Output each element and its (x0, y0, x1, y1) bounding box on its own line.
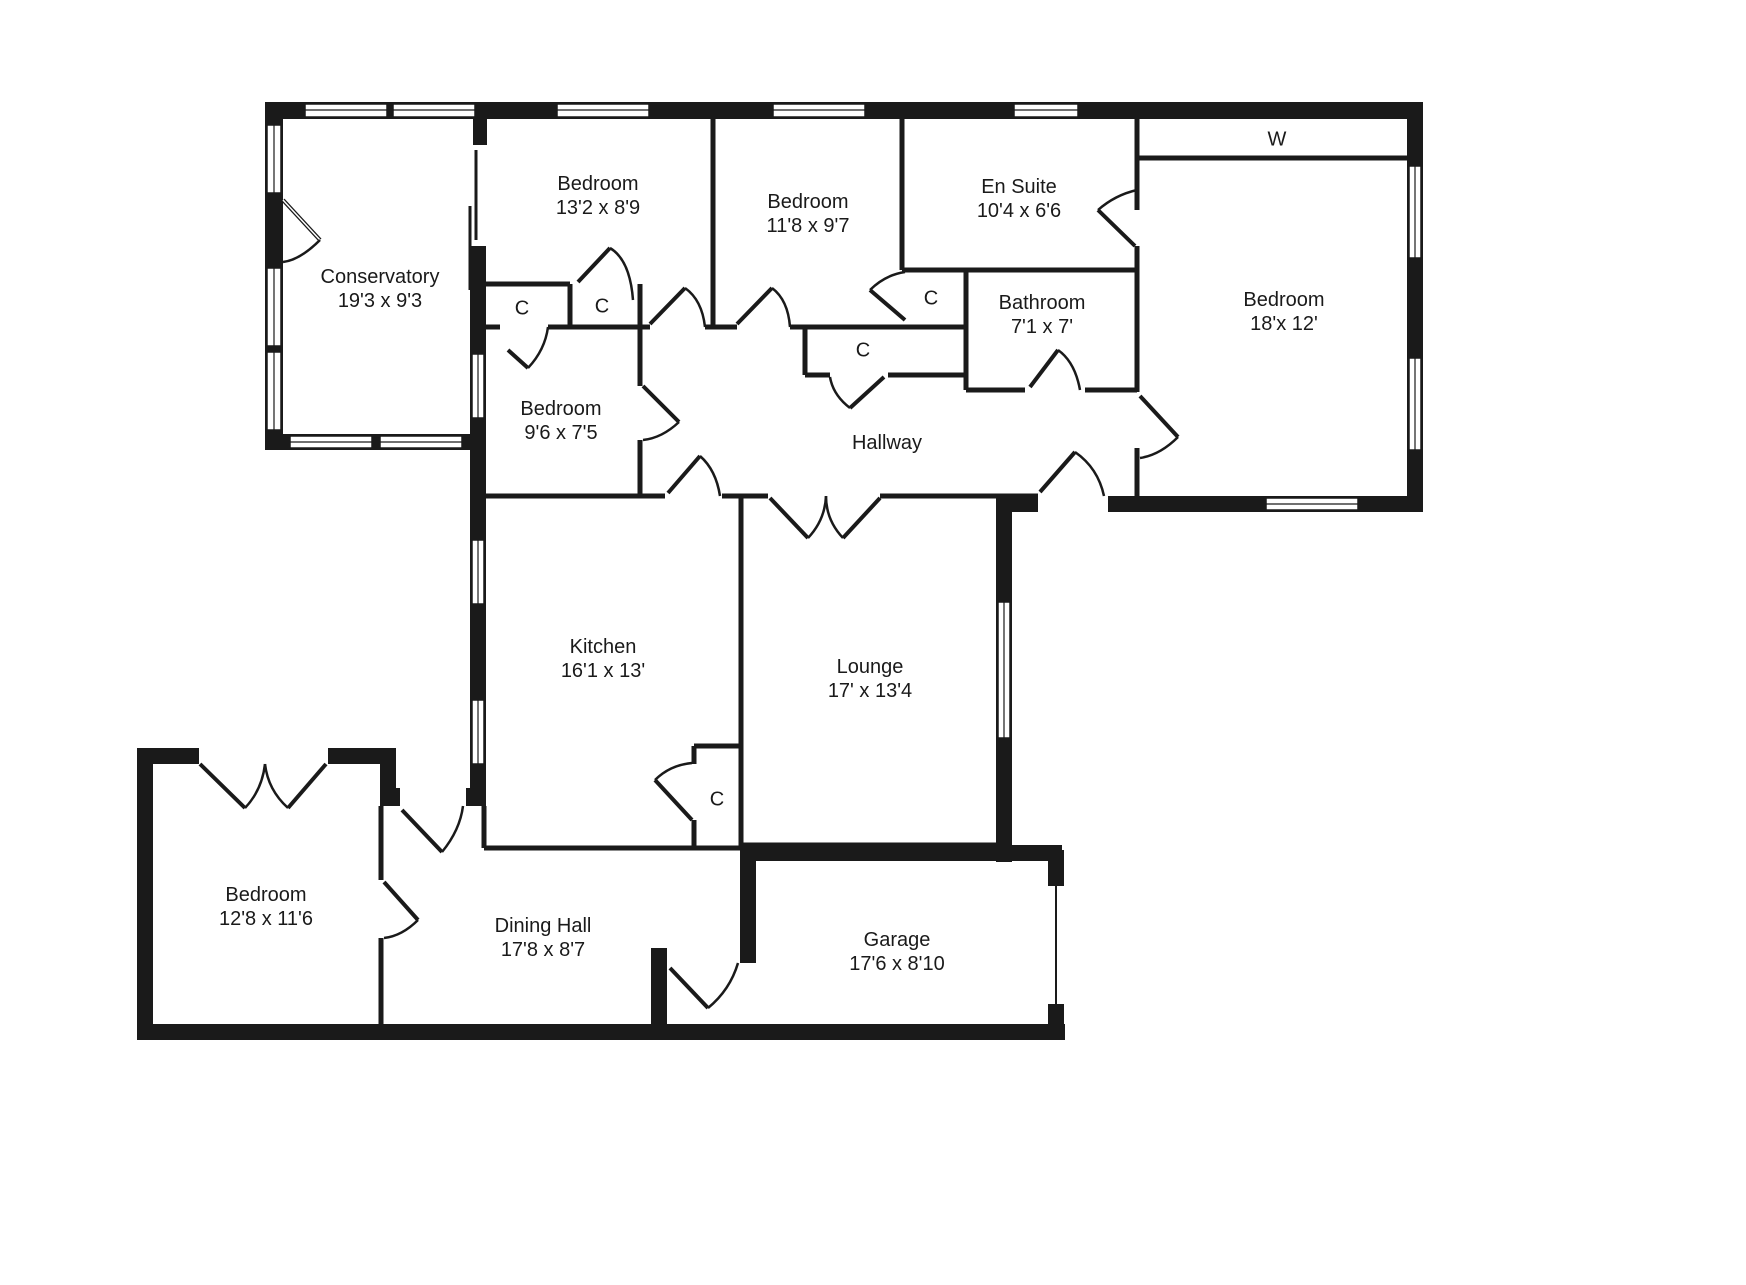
room-bedroom-master: Bedroom 18'x 12' (1243, 288, 1324, 336)
room-dims: 9'6 x 7'5 (524, 422, 598, 444)
room-conservatory: Conservatory 19'3 x 9'3 (321, 265, 440, 313)
room-name: Garage (863, 929, 931, 951)
room-name: Bedroom (767, 191, 849, 213)
room-name: Conservatory (320, 266, 440, 288)
closet-label: C (514, 297, 530, 320)
room-bedroom-3: Bedroom 9'6 x 7'5 (520, 397, 601, 445)
room-dims: 19'3 x 9'3 (337, 290, 423, 312)
room-dims: 10'4 x 6'6 (976, 200, 1062, 222)
room-dims: 18'x 12' (1250, 313, 1318, 335)
room-kitchen: Kitchen 16'1 x 13' (561, 635, 645, 683)
closet-label: C (709, 788, 725, 811)
room-dining-hall: Dining Hall 17'8 x 8'7 (495, 914, 592, 962)
room-dims: 7'1 x 7' (1010, 316, 1074, 338)
room-garage: Garage 17'6 x 8'10 (849, 928, 945, 976)
closet-label: C (594, 295, 610, 318)
room-en-suite: En Suite 10'4 x 6'6 (977, 175, 1061, 223)
closet-label: C (923, 287, 939, 310)
room-hallway: Hallway (852, 431, 922, 455)
wardrobe-label: W (1267, 128, 1287, 151)
room-dims: 17'8 x 8'7 (500, 939, 586, 961)
windows (266, 103, 1422, 1004)
room-name: En Suite (981, 176, 1057, 198)
room-name: Bedroom (557, 173, 639, 195)
room-name: Dining Hall (494, 915, 592, 937)
room-bedroom-1: Bedroom 13'2 x 8'9 (556, 172, 640, 220)
room-bedroom-4: Bedroom 12'8 x 11'6 (219, 883, 313, 931)
room-bathroom: Bathroom 7'1 x 7' (999, 291, 1086, 339)
room-dims: 17'6 x 8'10 (849, 953, 945, 975)
exterior-walls (137, 102, 1423, 1040)
room-name: Kitchen (569, 636, 637, 658)
room-dims: 11'8 x 9'7 (766, 215, 850, 237)
room-name: Hallway (851, 432, 923, 454)
room-bedroom-2: Bedroom 11'8 x 9'7 (767, 190, 850, 238)
room-dims: 12'8 x 11'6 (218, 908, 314, 930)
room-dims: 17' x 13'4 (827, 680, 913, 702)
room-name: Bedroom (1243, 289, 1325, 311)
closet-label: C (855, 339, 871, 362)
room-lounge: Lounge 17' x 13'4 (828, 655, 912, 703)
room-name: Lounge (836, 656, 904, 678)
doors (198, 188, 1180, 1010)
room-name: Bedroom (225, 884, 307, 906)
room-name: Bathroom (998, 292, 1086, 314)
interior-walls (378, 117, 1407, 1024)
room-dims: 16'1 x 13' (560, 660, 646, 682)
room-dims: 13'2 x 8'9 (555, 197, 641, 219)
room-name: Bedroom (520, 398, 602, 420)
